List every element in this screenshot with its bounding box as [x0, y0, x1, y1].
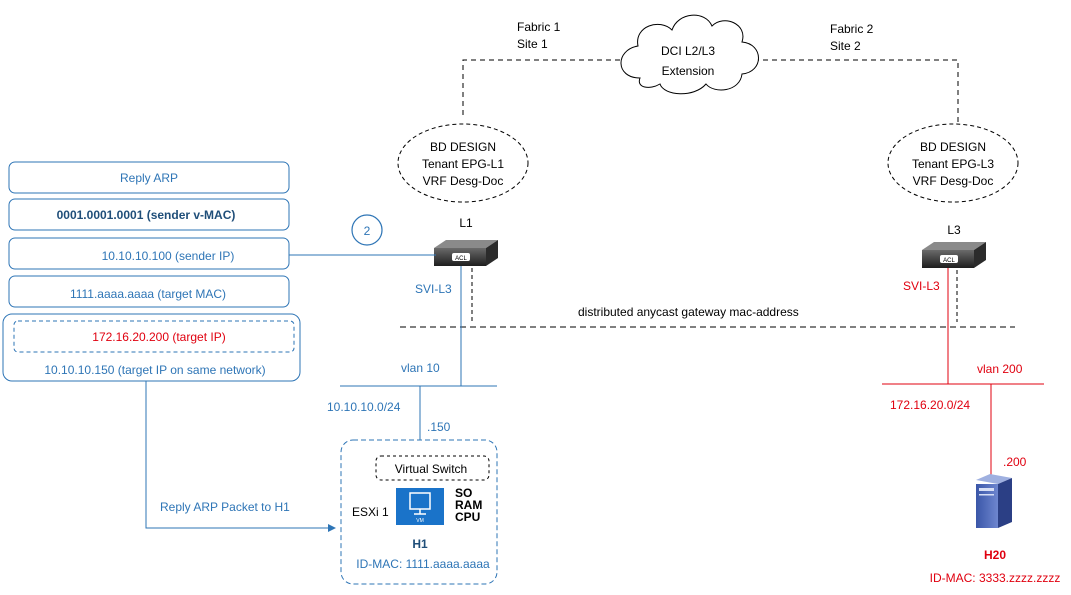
switch-l1-svi: SVI-L3 [415, 282, 452, 296]
h1-name: H1 [412, 537, 428, 551]
arp-packet: Reply ARP 0001.0001.0001 (sender v-MAC) … [2, 161, 301, 382]
fabric2-label-line1: Fabric 2 [830, 22, 874, 36]
bd-right-line3: VRF Desg-Doc [913, 174, 994, 188]
h20-host-octet: .200 [1003, 455, 1027, 469]
dci-cloud [620, 14, 759, 95]
arp-target-ip: 172.16.20.200 (target IP) [92, 330, 225, 344]
switch-l1-acl: ACL [455, 256, 467, 262]
h1-res-so: SO [455, 486, 472, 500]
bd-right-line2: Tenant EPG-L3 [912, 157, 994, 171]
cloud-label-line1: DCI L2/L3 [661, 44, 715, 58]
switch-l3-svi: SVI-L3 [903, 279, 940, 293]
h1-res-cpu: CPU [455, 510, 480, 524]
vm-icon-label: VM [416, 518, 424, 524]
arp-target-mac-box [8, 275, 290, 308]
arp-title: Reply ARP [120, 171, 178, 185]
h1-idmac: ID-MAC: 1111.aaaa.aaaa [356, 557, 490, 571]
arp-target-mac: 1111.aaaa.aaaa (target MAC) [70, 287, 226, 301]
h1-host-octet: .150 [427, 420, 451, 434]
reply-arp-arrow [145, 381, 336, 532]
h1-host: Virtual Switch VM ESXi 1 SO RAM CPU H1 I… [340, 439, 498, 585]
vm-icon [396, 488, 444, 525]
step-badge-number: 2 [364, 224, 371, 238]
switch-l3-acl: ACL [943, 258, 955, 264]
anycast-label: distributed anycast gateway mac-address [578, 305, 799, 319]
bd-right-line1: BD DESIGN [920, 140, 986, 154]
bd-left-line1: BD DESIGN [430, 140, 496, 154]
arp-sender-mac: 0001.0001.0001 (sender v-MAC) [57, 208, 236, 222]
h20-idmac: ID-MAC: 3333.zzzz.zzzz [930, 571, 1061, 585]
arp-sender-ip: 10.10.10.100 (sender IP) [102, 249, 235, 263]
bd-left-line2: Tenant EPG-L1 [422, 157, 504, 171]
dci-links [462, 59, 959, 128]
arp-sender-mac-box [8, 198, 290, 231]
arp-title-box [8, 161, 290, 194]
h1-res-ram: RAM [455, 498, 482, 512]
reply-arp-arrow-label: Reply ARP Packet to H1 [160, 500, 290, 514]
h20-server-icon [976, 474, 1012, 528]
switch-l3-name: L3 [947, 223, 961, 237]
vlan200-label: vlan 200 [977, 362, 1023, 376]
switch-l1-icon: ACL [434, 240, 498, 266]
fabric2-label-line2: Site 2 [830, 39, 861, 53]
switch-l3-icon: ACL [922, 242, 986, 268]
bd-left-line3: VRF Desg-Doc [423, 174, 504, 188]
cloud-label-line2: Extension [662, 64, 715, 78]
esxi-label: ESXi 1 [352, 505, 389, 519]
bd-design-left-ellipse [397, 123, 529, 203]
left-subnet-label: 10.10.10.0/24 [327, 400, 401, 414]
virtual-switch-label: Virtual Switch [395, 462, 467, 476]
fabric1-label-line1: Fabric 1 [517, 20, 561, 34]
arp-target-ip-same: 10.10.10.150 (target IP on same network) [44, 363, 265, 377]
bd-design-right-ellipse [887, 123, 1019, 203]
switch-l1-name: L1 [459, 216, 473, 230]
virtual-switch-box [375, 455, 490, 481]
h20-name: H20 [984, 548, 1006, 562]
arp-sender-ip-box [8, 237, 290, 270]
right-subnet-label: 172.16.20.0/24 [890, 398, 970, 412]
arp-target-ip-box [13, 320, 295, 353]
step-badge [351, 214, 383, 246]
vlan10-label: vlan 10 [401, 361, 440, 375]
fabric1-label-line2: Site 1 [517, 37, 548, 51]
